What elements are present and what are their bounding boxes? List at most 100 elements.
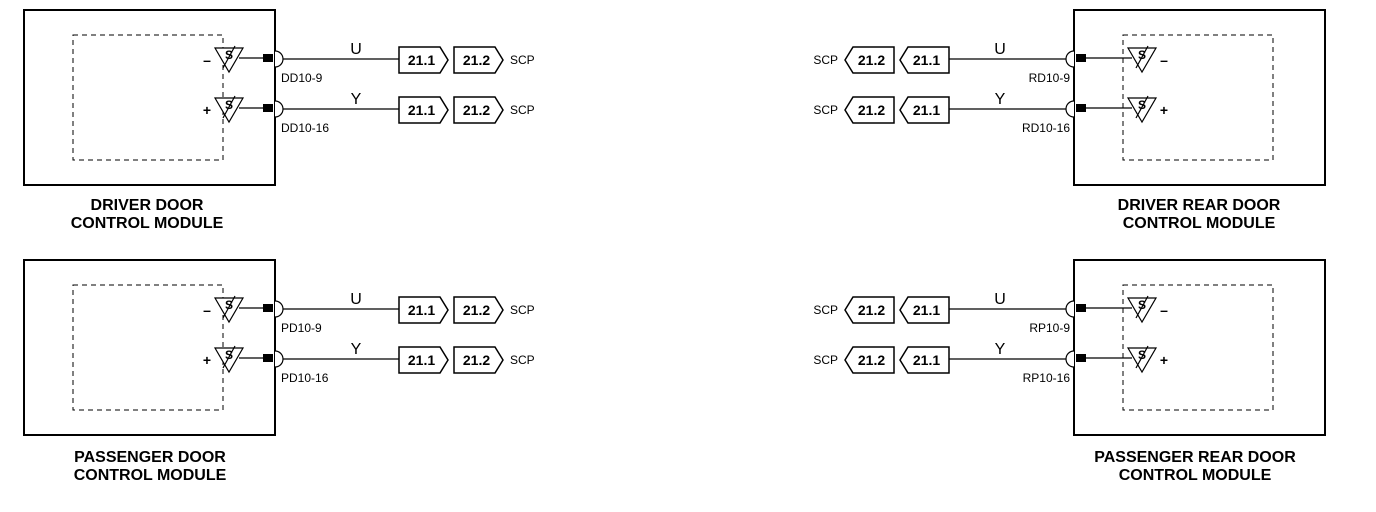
reference-arrow bbox=[899, 46, 950, 74]
module-title: CONTROL MODULE bbox=[1123, 215, 1276, 232]
wire-color-code: Y bbox=[995, 91, 1006, 108]
reference-label: 21.2 bbox=[858, 352, 885, 368]
reference-arrow bbox=[453, 296, 504, 324]
polarity-sign: + bbox=[1160, 102, 1168, 118]
reference-arrow bbox=[453, 46, 504, 74]
wire-color-code: U bbox=[994, 41, 1006, 58]
destination-label: SCP bbox=[813, 53, 838, 67]
pin-label: DD10-9 bbox=[281, 71, 323, 85]
terminal-pin bbox=[1076, 354, 1086, 362]
wire-color-code: U bbox=[994, 291, 1006, 308]
signal-symbol-icon bbox=[1126, 297, 1158, 324]
connector-icon bbox=[1065, 350, 1075, 368]
reference-label: 21.2 bbox=[463, 302, 490, 318]
signal-symbol-label: S bbox=[1138, 298, 1146, 312]
reference-label: 21.1 bbox=[408, 102, 435, 118]
reference-label: 21.1 bbox=[913, 102, 940, 118]
destination-label: SCP bbox=[510, 353, 535, 367]
polarity-sign: + bbox=[203, 352, 211, 368]
reference-arrow bbox=[453, 346, 504, 374]
terminal-pin bbox=[263, 354, 273, 362]
signal-symbol-slash bbox=[222, 345, 236, 369]
reference-label: 21.1 bbox=[408, 52, 435, 68]
connector-icon bbox=[274, 300, 284, 318]
reference-arrow bbox=[398, 296, 449, 324]
reference-arrow bbox=[899, 346, 950, 374]
module-box bbox=[23, 9, 276, 186]
polarity-sign: – bbox=[1160, 302, 1168, 318]
signal-symbol-icon bbox=[213, 297, 245, 324]
signal-symbol-slash bbox=[1135, 95, 1149, 119]
terminal-pin bbox=[1076, 304, 1086, 312]
polarity-sign: – bbox=[203, 302, 211, 318]
signal-symbol-slash bbox=[1135, 345, 1149, 369]
module-title: DRIVER REAR DOOR bbox=[1118, 197, 1281, 214]
terminal-pin bbox=[1076, 104, 1086, 112]
connector-icon bbox=[274, 50, 284, 68]
polarity-sign: + bbox=[203, 102, 211, 118]
destination-label: SCP bbox=[813, 353, 838, 367]
reference-label: 21.1 bbox=[913, 302, 940, 318]
reference-label: 21.2 bbox=[858, 52, 885, 68]
module-title: CONTROL MODULE bbox=[71, 215, 224, 232]
reference-label: 21.1 bbox=[913, 352, 940, 368]
polarity-sign: + bbox=[1160, 352, 1168, 368]
reference-label: 21.1 bbox=[408, 302, 435, 318]
reference-arrow bbox=[899, 296, 950, 324]
signal-symbol-icon bbox=[213, 347, 245, 374]
reference-arrow bbox=[844, 96, 895, 124]
reference-arrow bbox=[453, 96, 504, 124]
reference-label: 21.2 bbox=[858, 302, 885, 318]
wire-color-code: Y bbox=[351, 341, 362, 358]
destination-label: SCP bbox=[813, 303, 838, 317]
wire-color-code: Y bbox=[995, 341, 1006, 358]
reference-arrow bbox=[844, 346, 895, 374]
signal-symbol-label: S bbox=[1138, 48, 1146, 62]
reference-label: 21.2 bbox=[463, 52, 490, 68]
signal-symbol-label: S bbox=[225, 48, 233, 62]
connector-icon bbox=[1065, 50, 1075, 68]
signal-symbol-label: S bbox=[225, 298, 233, 312]
module-box bbox=[1073, 259, 1326, 436]
terminal-pin bbox=[263, 104, 273, 112]
internal-circuit-boundary bbox=[72, 284, 224, 411]
reference-arrow bbox=[844, 46, 895, 74]
pin-label: RP10-16 bbox=[1023, 371, 1071, 385]
module-box bbox=[1073, 9, 1326, 186]
connector-icon bbox=[1065, 300, 1075, 318]
signal-symbol-icon bbox=[213, 97, 245, 124]
connector-icon bbox=[274, 100, 284, 118]
reference-arrow bbox=[398, 346, 449, 374]
destination-label: SCP bbox=[510, 103, 535, 117]
wire-color-code: U bbox=[350, 291, 362, 308]
polarity-sign: – bbox=[203, 52, 211, 68]
signal-symbol-slash bbox=[1135, 295, 1149, 319]
reference-arrow bbox=[398, 46, 449, 74]
module-title: PASSENGER DOOR bbox=[74, 449, 226, 466]
reference-label: 21.2 bbox=[463, 102, 490, 118]
module-title: PASSENGER REAR DOOR bbox=[1094, 449, 1296, 466]
signal-symbol-icon bbox=[1126, 347, 1158, 374]
signal-symbol-label: S bbox=[225, 98, 233, 112]
terminal-pin bbox=[1076, 54, 1086, 62]
reference-label: 21.1 bbox=[913, 52, 940, 68]
signal-symbol-icon bbox=[1126, 47, 1158, 74]
pin-label: RD10-9 bbox=[1029, 71, 1071, 85]
reference-label: 21.2 bbox=[858, 102, 885, 118]
reference-arrow bbox=[398, 96, 449, 124]
reference-arrow bbox=[899, 96, 950, 124]
signal-symbol-slash bbox=[222, 45, 236, 69]
signal-symbol-icon bbox=[213, 47, 245, 74]
signal-symbol-slash bbox=[1135, 45, 1149, 69]
internal-circuit-boundary bbox=[1122, 284, 1274, 411]
connector-icon bbox=[274, 350, 284, 368]
pin-label: DD10-16 bbox=[281, 121, 329, 135]
